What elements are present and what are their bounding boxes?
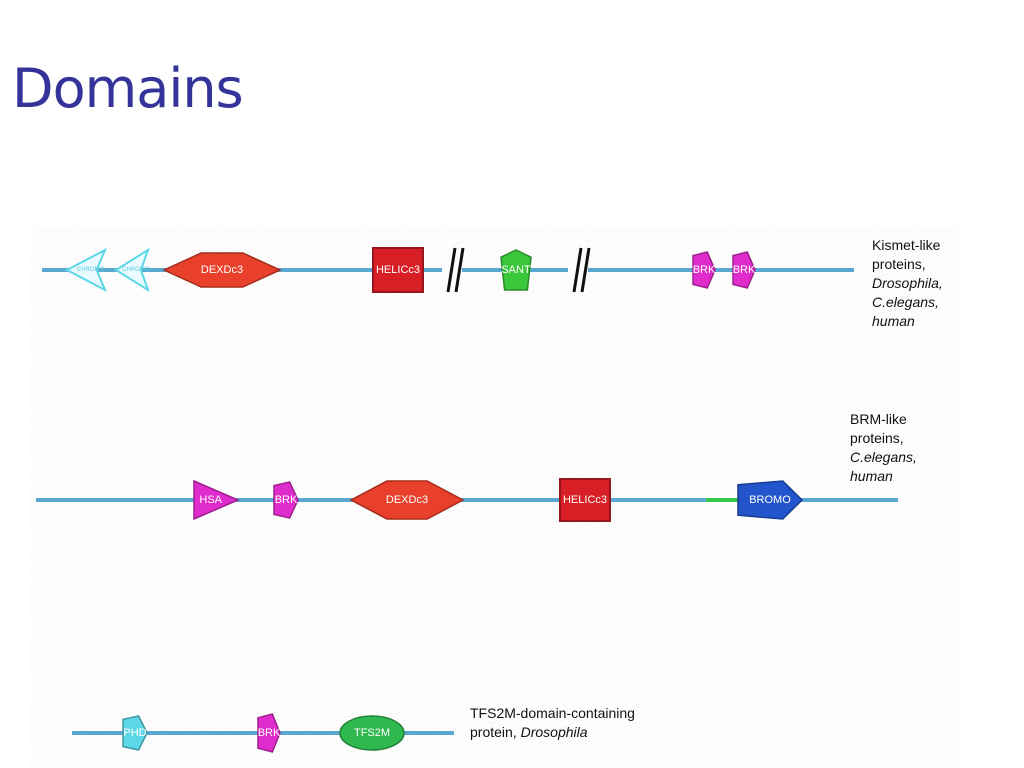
domain-label: CHROMO [122,267,150,273]
kismet-like-label: Kismet-like proteins, Drosophila, C.eleg… [872,236,943,331]
domain-label: BRK [693,264,716,276]
label-line-part: protein, [470,724,521,740]
brk-domain: BRK [273,481,299,519]
domain-label: HSA [199,494,222,506]
tfs2m-domain-row: PHD BRK TFS2M [72,713,454,753]
domain-shape [737,480,804,520]
domain-shape [372,247,424,293]
domain-shape [692,251,716,289]
slide-title: Domains [12,57,244,120]
hsa-domain: HSA [193,479,240,521]
phd-domain: PHD [122,715,148,751]
domain-label: HELICc3 [563,494,607,506]
domain-label: PHD [123,727,146,739]
domain-label: BRK [275,494,298,506]
domain-label: BRK [258,727,281,739]
brk-domain: BRK [732,251,756,289]
label-line: BRM-like [850,411,907,427]
tfs2m-label: TFS2M-domain-containing protein, Drosoph… [470,704,635,742]
domain-shape [339,715,405,751]
label-line: human [872,313,915,329]
sant-domain: SANT [500,249,532,291]
domain-shape [122,715,148,751]
sequence-break-mark [442,246,465,294]
label-line: Kismet-like [872,237,941,253]
domain-shape [273,481,299,519]
tfs2m-domain: TFS2M [339,715,405,751]
dexdc3-domain: DEXDc3 [162,252,282,288]
domain-shape [349,480,465,520]
domain-label: HELICc3 [376,264,420,276]
label-line: C.elegans, [872,294,939,310]
domain-shape [257,713,281,753]
helicc3-domain: HELICc3 [559,478,611,522]
helicc3-domain: HELICc3 [372,247,424,293]
kismet-domain-row: CHROMO CHROMO DEXDc3 HELICc3 SANT BRK BRK [42,246,854,294]
domain-label: BRK [733,264,756,276]
chromo-domain: CHROMO [64,247,107,293]
domain-shape [500,249,532,291]
domain-shape [162,252,282,288]
label-line: proteins, [872,256,926,272]
chromo-domain: CHROMO [114,247,150,293]
label-line: C.elegans, [850,449,917,465]
domain-shape [193,479,240,521]
sequence-break-mark [568,246,591,294]
domain-label: BROMO [749,494,791,506]
bromo-domain: BROMO [737,480,804,520]
label-line: TFS2M-domain-containing [470,705,635,721]
domain-shape [64,247,107,293]
brm-domain-row: HSA BRK DEXDc3 HELICc3 BROMO [36,478,898,522]
label-line: proteins, [850,430,904,446]
brk-domain: BRK [257,713,281,753]
label-line: protein, Drosophila [470,723,635,742]
label-line: human [850,468,893,484]
domain-shape [114,247,150,293]
label-line-italic-part: Drosophila [520,724,588,740]
domain-shape [732,251,756,289]
label-line: Drosophila, [872,275,943,291]
brm-like-label: BRM-like proteins, C.elegans, human [850,410,917,486]
domain-label: DEXDc3 [386,494,428,506]
domain-label: DEXDc3 [201,264,243,276]
dexdc3-domain: DEXDc3 [349,480,465,520]
domain-label: CHROMO [77,267,105,273]
brk-domain: BRK [692,251,716,289]
domain-label: TFS2M [354,727,390,739]
domain-shape [559,478,611,522]
domain-label: SANT [501,264,531,276]
